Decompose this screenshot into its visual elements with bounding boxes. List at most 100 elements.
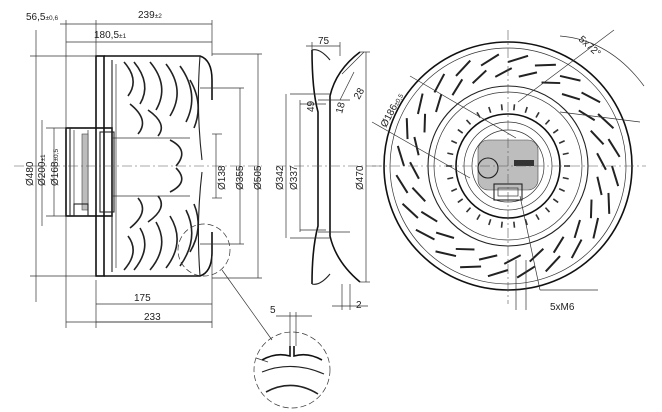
blade-mark [611,165,620,187]
hub-mark [535,214,540,221]
blade-mark [471,69,487,84]
blade-mark [596,176,603,196]
hub-mark [447,176,454,180]
blade-mark [415,228,435,241]
hub-mark [544,119,551,125]
dim-18: 18 [334,101,348,115]
front-view: Ø186±0,5 5x72° 5xM6 [371,29,646,313]
hub-marks [446,104,570,228]
hub-mark [465,207,472,213]
blade-mark [581,91,601,104]
dim-49: 49 [306,100,317,112]
dim-5: 5 [270,305,276,316]
blade-mark [396,145,405,167]
blade-mark [413,136,420,156]
blade-mark [420,210,438,223]
blade-mark [435,231,455,239]
blade-mark [544,255,561,273]
blade-mark [552,236,565,254]
blade-mark [592,217,600,239]
dim-337: Ø337 [289,165,300,190]
hub-mark [476,214,481,221]
blade-mark [529,248,545,263]
hub-mark [544,207,551,213]
detail-view: 5 [253,305,331,409]
blade-mark [590,129,605,145]
blade-mark [559,74,581,82]
blade-mark [589,199,593,219]
connector [73,203,89,217]
blade-mark [541,81,561,85]
inlet-ring-profile [311,49,361,285]
dim-75: 75 [318,36,330,47]
blade-mark [401,202,419,219]
hub-mark [524,219,528,226]
hub-mark [562,152,569,156]
dim-138: Ø138 [217,165,228,190]
blade-mark [573,219,581,239]
dim-505: Ø505 [253,165,264,190]
blade-marks [395,53,621,279]
blade-mark [411,187,426,203]
blade-mark [570,239,583,259]
blade-mark [409,161,420,180]
dim-200: Ø200±1 [37,154,48,186]
blade-mark [503,254,522,265]
dim-480: Ø480 [25,161,36,186]
blade-mark [433,73,446,93]
motor-flange [99,131,115,213]
blade-mark [561,93,581,101]
hub-mark [457,128,464,134]
blade-mark [416,93,424,115]
dim-233: 233 [144,312,161,323]
blade-mark [597,113,615,130]
blade-mark [607,138,621,158]
dim-470: Ø470 [355,165,366,190]
hub-mark [451,140,458,144]
blade-mark [478,254,498,261]
dim-186: Ø186±0,5 [379,91,406,129]
hub-mark [558,188,565,192]
hub-mark [488,106,492,113]
hub-mark [513,221,516,228]
blade-mark [534,63,556,67]
hub-mark [513,104,516,111]
blade-mark [487,269,509,278]
blade-mark [460,265,482,269]
dim-56-5: 56,5±0,6 [26,12,58,23]
hub-mark [558,140,565,144]
dim-239: 239±2 [138,10,162,21]
hub-mark [451,188,458,192]
dim-180-5: 180,5±1 [94,30,127,41]
blade-mark [405,118,409,140]
hub-mark [562,176,569,180]
dim-168: Ø168±0,5 [50,149,61,186]
blade-mark [480,53,500,67]
hub-mark [524,106,528,113]
detail-marker-circle [177,223,231,277]
hub-mark [535,111,540,118]
blade-mark [435,250,457,258]
dim-175: 175 [134,293,151,304]
motor-housing [65,127,113,217]
dim-355: Ø355 [235,165,246,190]
hub-mark [500,104,503,111]
blade-mark [518,71,538,78]
blade-mark [494,67,513,78]
hub-mark [488,219,492,226]
side-view: 56,5±0,6 239±2 180,5±1 Ø480 Ø200±1 Ø168±… [14,10,273,341]
hub-mark [465,119,472,125]
blade-mark [451,78,464,96]
dim-28: 28 [352,86,367,102]
detail-circle [253,331,331,409]
hub-mark [447,152,454,156]
blade-mark [507,54,529,63]
dim-5xm6: 5xM6 [550,302,575,313]
hub-mark [457,198,464,204]
hub-mark [500,221,503,228]
hub-mark [552,128,559,134]
dim-342: Ø342 [275,165,286,190]
inlet-ring-view: 75 28 18 49 Ø342 Ø337 Ø470 2 [275,36,382,311]
blade-mark [435,93,443,113]
